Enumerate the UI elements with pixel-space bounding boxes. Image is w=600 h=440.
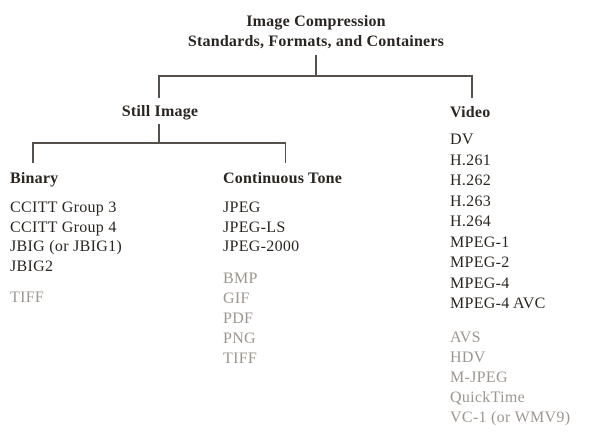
list-item: JPEG-LS xyxy=(223,218,286,236)
video-formats-list: AVS HDV M-JPEG QuickTime VC-1 (or WMV9) xyxy=(450,328,570,428)
group-label-continuous-tone: Continuous Tone xyxy=(223,170,343,187)
list-item: MPEG-2 xyxy=(450,254,510,271)
connector-mid-horizontal xyxy=(32,142,286,144)
diagram-title: Image Compression Standards, Formats, an… xyxy=(188,12,444,52)
list-item: CCITT Group 3 xyxy=(10,199,117,216)
list-item: GIF xyxy=(223,290,250,307)
list-item: PNG xyxy=(223,330,256,347)
video-standards-list: DV H.261 H.262 H.263 H.264 MPEG-1 MPEG-2… xyxy=(450,130,546,315)
diagram-title-line2: Standards, Formats, and Containers xyxy=(187,33,445,50)
connector-title-stub xyxy=(315,55,317,76)
connector-video-drop xyxy=(471,75,473,98)
branch-label-still-image: Still Image xyxy=(121,103,199,120)
list-item: JPEG xyxy=(223,199,261,216)
list-item: HDV xyxy=(450,349,486,366)
connector-binary-drop xyxy=(32,142,34,163)
continuous-tone-formats-list: BMP GIF PDF PNG TIFF xyxy=(223,269,258,369)
list-item: PDF xyxy=(223,310,254,327)
branch-label-video: Video xyxy=(450,104,491,121)
binary-standards-list: CCITT Group 3 CCITT Group 4 JBIG (or JBI… xyxy=(10,198,122,276)
group-label-binary: Binary xyxy=(10,170,59,187)
list-item: QuickTime xyxy=(450,389,526,406)
list-item: BMP xyxy=(223,270,258,287)
list-item: MPEG-4 xyxy=(450,274,510,292)
binary-formats-list: TIFF xyxy=(10,288,44,308)
list-item: VC-1 (or WMV9) xyxy=(450,409,571,426)
list-item: JBIG (or JBIG1) xyxy=(10,238,123,255)
list-item: M-JPEG xyxy=(450,369,508,386)
connector-still-image-stub xyxy=(158,124,160,143)
list-item: JPEG-2000 xyxy=(223,238,300,255)
list-item: AVS xyxy=(450,329,481,346)
connector-continuous-tone-drop xyxy=(284,142,286,163)
continuous-tone-standards-list: JPEG JPEG-LS JPEG-2000 xyxy=(223,198,299,257)
list-item: H.264 xyxy=(450,213,492,230)
list-item: H.263 xyxy=(450,192,492,210)
list-item: H.262 xyxy=(450,172,492,189)
connector-still-image-drop xyxy=(158,75,160,98)
list-item: TIFF xyxy=(223,350,258,367)
list-item: MPEG-4 AVC xyxy=(450,295,546,312)
list-item: MPEG-1 xyxy=(450,233,510,251)
list-item: CCITT Group 4 xyxy=(10,218,117,236)
connector-top-horizontal xyxy=(158,75,473,77)
list-item: DV xyxy=(450,131,474,148)
list-item: TIFF xyxy=(10,289,45,306)
diagram-title-line1: Image Compression xyxy=(246,13,386,30)
list-item: H.261 xyxy=(450,151,492,169)
list-item: JBIG2 xyxy=(10,257,54,275)
